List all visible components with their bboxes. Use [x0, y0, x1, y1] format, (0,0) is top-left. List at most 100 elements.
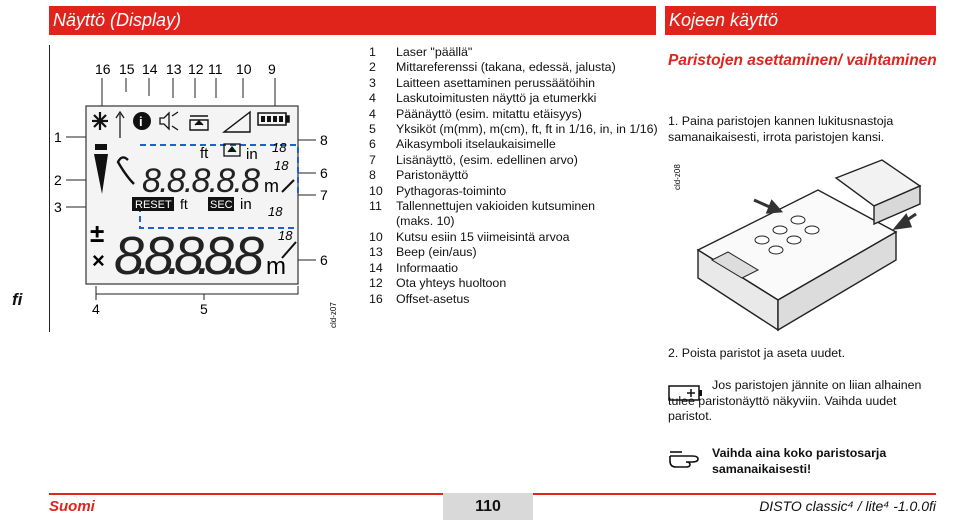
press-arrows: [753, 198, 917, 231]
legend-row: (maks. 10): [369, 214, 659, 229]
legend-number: 10: [369, 229, 383, 244]
legend-number: 7: [369, 152, 376, 167]
legend-number: 4: [369, 91, 376, 106]
display-diagram: 16 15 14 13 12 11 10 9 1 2 3 8 6 7 6 i: [54, 61, 338, 328]
fraction-slash: [281, 179, 295, 193]
sec-label: SEC: [210, 199, 233, 211]
unit-ft-upper: ft: [200, 145, 209, 162]
legend-row: 5 Yksiköt (m(mm), m(cm), ft, ft in 1/16, …: [369, 122, 659, 137]
memory-recall-icon: [189, 115, 209, 131]
callout-10: 10: [236, 61, 252, 77]
section-header-operation: Kojeen käyttö: [665, 6, 936, 35]
legend-row: 4 Päänäyttö (esim. mitattu etäisyys): [369, 107, 659, 122]
unit-m-secondary: m: [264, 176, 279, 196]
legend-row: 1 Laser "päällä": [369, 45, 659, 60]
callout-7: 7: [320, 187, 328, 203]
legend-number: 12: [369, 276, 383, 291]
fraction-slash-main: [281, 241, 297, 259]
fraction-18-secondary: 18: [274, 158, 289, 173]
times-sign: ×: [92, 248, 105, 273]
fraction-18-main: 18: [278, 228, 293, 243]
legend-number: 3: [369, 75, 376, 90]
legend-number: 16: [369, 291, 383, 306]
legend-row: 10 Kutsu esiin 15 viimeisintä arvoa: [369, 230, 659, 245]
callout-11: 11: [208, 61, 223, 77]
unit-in-upper: in: [246, 146, 258, 163]
callout-4: 4: [92, 301, 100, 317]
store-icon: [223, 143, 241, 157]
page-number: 110: [443, 493, 533, 520]
header-left-title: Näyttö (Display): [53, 10, 182, 30]
legend-text: Laser "päällä": [396, 45, 473, 59]
battery-replace-note: Vaihda aina koko paristosarja samanaikai…: [712, 446, 887, 476]
callout-14: 14: [142, 61, 158, 77]
legend-text: Aikasymboli itselaukaisimelle: [396, 137, 556, 152]
header-right-title: Kojeen käyttö: [669, 10, 779, 30]
top-leader-lines: [101, 78, 276, 108]
callout-6a: 6: [320, 165, 328, 181]
legend-row: 6 Aikasymboli itselaukaisimelle: [369, 137, 659, 152]
legend-text: Päänäyttö (esim. mitattu etäisyys): [396, 106, 582, 121]
callout-13: 13: [166, 61, 182, 77]
section-header-display: Näyttö (Display): [49, 6, 656, 35]
legend-text: Pythagoras-toiminto: [396, 183, 507, 198]
device-window: [710, 251, 760, 279]
legend-number: 10: [369, 183, 383, 198]
legend-text: Beep (ein/aus): [396, 245, 477, 260]
callout-1: 1: [54, 129, 62, 145]
legend-number: 2: [369, 60, 376, 75]
lcd-panel: [85, 105, 299, 285]
legend-text: Yksiköt (m(mm), m(cm), ft, ft in 1/16, i…: [396, 122, 658, 137]
unit-bracket: [139, 144, 299, 229]
legend-text: Informaatio: [396, 260, 458, 275]
legend-text: Laskutoimitusten näyttö ja etumerkki: [396, 91, 597, 106]
legend-row: 4 Laskutoimitusten näyttö ja etumerkki: [369, 91, 659, 106]
plus-minus-sign: ±: [90, 218, 104, 248]
footer-product: DISTO classic⁴ / lite⁴ -1.0.0fi: [759, 498, 936, 514]
legend-text: Kutsu esiin 15 viimeisintä arvoa: [396, 229, 570, 244]
figure-code-right: cld-z08: [673, 164, 682, 190]
reference-icon: [94, 144, 108, 194]
legend-row: 2 Mittareferenssi (takana, edessä, jalust…: [369, 60, 659, 75]
legend-number: 1: [369, 45, 376, 59]
bottom-bracket: [95, 286, 299, 300]
callout-12: 12: [188, 61, 204, 77]
main-digits: 8.8.8.8.8: [114, 226, 264, 286]
fraction-18-lower: 18: [268, 204, 283, 219]
legend-text: Mittareferenssi (takana, edessä, jalusta…: [396, 60, 616, 75]
legend-row: 16 Offset-asetus: [369, 292, 659, 307]
battery-cover: [834, 159, 922, 226]
legend-text: Tallennettujen vakioiden kutsuminen: [396, 199, 596, 214]
laser-on-icon: [116, 156, 135, 185]
legend-number: 8: [369, 168, 376, 183]
legend-number: 5: [369, 122, 376, 137]
display-figure-frame: [49, 45, 362, 332]
battery-step-2: 2. Poista paristot ja aseta uudet.: [668, 346, 846, 360]
info-icon-glyph: i: [139, 114, 143, 129]
fraction-18-upper: 18: [272, 140, 287, 155]
unit-ft-lower: ft: [180, 196, 188, 212]
battery-section-title: Paristojen asettaminen/ vaihtaminen: [668, 52, 937, 69]
legend-number: 6: [369, 137, 376, 152]
callout-8: 8: [320, 132, 328, 148]
asterisk-icon: [92, 112, 108, 130]
figure-code-left: cld-z07: [329, 302, 338, 328]
callout-2: 2: [54, 172, 62, 188]
battery-cover-illustration: cld-z08: [673, 159, 922, 332]
reset-badge: [132, 197, 174, 211]
legend-number: 4: [369, 106, 376, 121]
info-icon: [133, 112, 151, 130]
unit-m-main: m: [266, 253, 286, 280]
legend-text: Offset-asetus: [396, 291, 470, 306]
legend-text: Lisänäyttö, (esim. edellinen arvo): [396, 152, 578, 167]
reset-label: RESET: [135, 199, 172, 211]
pointing-hand-icon: [669, 451, 699, 468]
unit-in-lower: in: [240, 196, 252, 213]
legend-number: [369, 214, 396, 229]
callout-6b: 6: [320, 252, 328, 268]
callout-9: 9: [268, 61, 276, 77]
language-side-label: fi: [12, 290, 23, 309]
callout-3: 3: [54, 199, 62, 215]
